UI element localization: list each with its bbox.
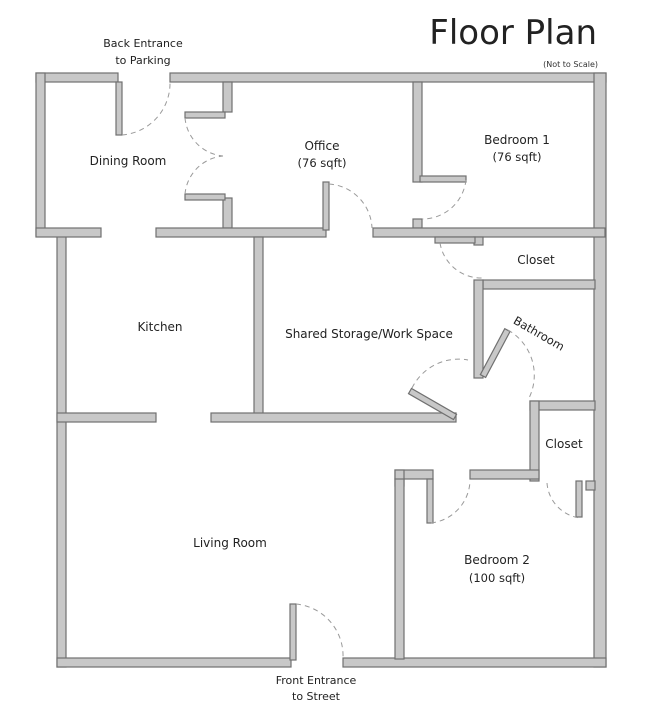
wall-row1-segment-c (372, 227, 606, 238)
dining-office-door-upper-swing (184, 117, 224, 157)
bedroom2-area: (100 sqft) (469, 571, 525, 585)
bedroom1-door (419, 175, 467, 183)
wall-exterior-left-lower (56, 228, 67, 668)
living-room-label: Living Room (193, 536, 267, 550)
room-labels: Dining Room Office (76 sqft) Bedroom 1 (… (90, 133, 583, 585)
storage-door (407, 387, 458, 421)
dining-room-label: Dining Room (90, 154, 167, 168)
wall-exterior-left-dining (35, 72, 46, 237)
wall-row1-segment-a (35, 227, 102, 238)
back-entrance-door (115, 81, 123, 136)
back-entrance-label-line1: Back Entrance (103, 37, 183, 50)
wall-closet2-bottom (585, 480, 596, 491)
wall-exterior-bottom-right (342, 657, 607, 668)
page-title: Floor Plan (429, 13, 597, 53)
wall-kitchen-living-left (56, 412, 157, 423)
wall-bedroom2-left (394, 478, 405, 660)
bedroom1-label: Bedroom 1 (484, 133, 550, 147)
closet2-door (575, 480, 583, 518)
bedroom2-door-swing (430, 480, 471, 524)
wall-storage-bathroom (473, 279, 484, 379)
wall-closet2-left (529, 400, 540, 482)
bathroom-door-swing (507, 329, 535, 401)
closet2-door-swing (546, 482, 581, 519)
wall-dining-office-lower (222, 197, 233, 229)
wall-kitchen-living-right (210, 412, 457, 423)
closet1-label: Closet (517, 253, 555, 267)
storage-door-swing (411, 358, 469, 389)
bedroom1-area: (76 sqft) (493, 150, 542, 164)
wall-exterior-right (593, 72, 607, 668)
bedroom1-door-swing (421, 179, 467, 220)
wall-dining-office-upper (222, 81, 233, 113)
office-label: Office (304, 139, 339, 153)
front-entrance-label-line2: to Street (292, 690, 341, 703)
office-door-swing (328, 183, 373, 229)
wall-office-bedroom1-upper (412, 81, 423, 183)
kitchen-label: Kitchen (137, 320, 182, 334)
front-entrance-door-swing (295, 603, 344, 659)
back-entrance-door-swing (121, 81, 171, 136)
bathroom-door (479, 327, 511, 379)
wall-office-bedroom1-lower (412, 218, 423, 229)
wall-row1-segment-b (155, 227, 327, 238)
dining-office-door-lower (184, 193, 226, 201)
dining-office-door-upper (184, 111, 226, 119)
wall-kitchen-storage (253, 236, 264, 422)
wall-bedroom2-door-jamb (426, 478, 434, 524)
wall-closet2-top (529, 400, 596, 411)
office-door (322, 181, 330, 231)
wall-exterior-top-right (169, 72, 607, 83)
storage-label: Shared Storage/Work Space (285, 327, 453, 341)
dining-office-door-lower-swing (184, 155, 224, 195)
doors (115, 81, 583, 661)
bedroom2-label: Bedroom 2 (464, 553, 530, 567)
front-entrance-door (289, 603, 297, 661)
wall-bedroom2-top-b (469, 469, 540, 480)
wall-closet1-jamb (434, 236, 476, 244)
wall-exterior-top-left (35, 72, 119, 83)
back-entrance-label-line2: to Parking (115, 54, 170, 67)
closet2-label: Closet (545, 437, 583, 451)
scale-note: (Not to Scale) (543, 60, 598, 69)
walls (35, 72, 607, 668)
wall-exterior-bottom-left (56, 657, 292, 668)
closet1-door-swing (439, 242, 484, 279)
bathroom-label: Bathroom (511, 313, 567, 353)
office-area: (76 sqft) (298, 156, 347, 170)
wall-closet1-bottom (482, 279, 596, 290)
front-entrance-label-line1: Front Entrance (276, 674, 357, 687)
